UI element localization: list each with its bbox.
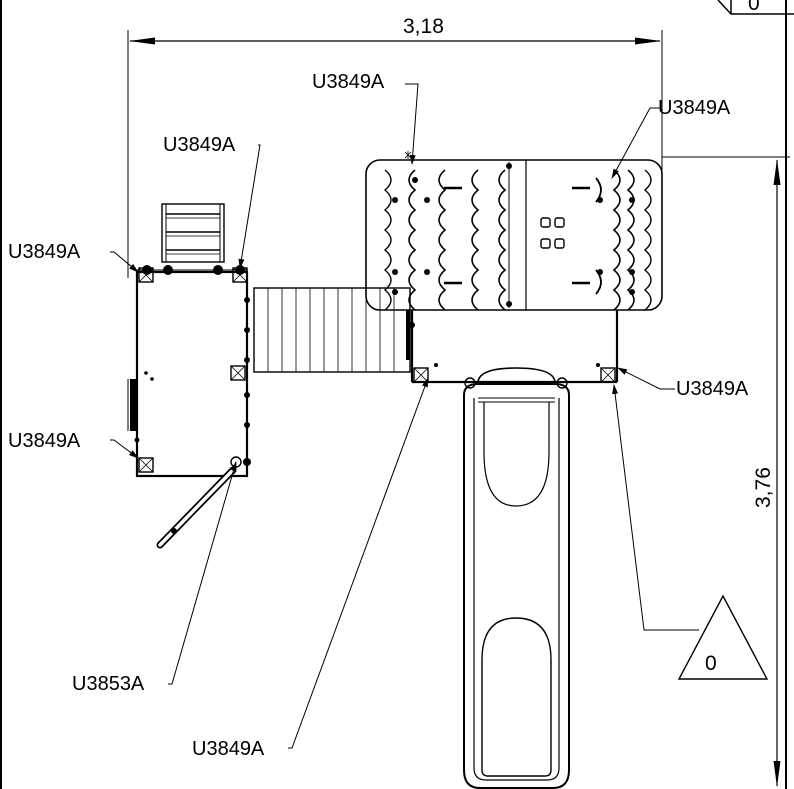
bridge (253, 287, 411, 373)
roof-canopy (365, 151, 663, 311)
handrail (156, 466, 237, 549)
width-dimension: 3,18 (127, 15, 663, 278)
callout-label-deck-right: U3849A (676, 378, 749, 400)
callout-label-deck-left: U3849A (192, 738, 265, 760)
callout-label-tower-left-top: U3849A (8, 241, 81, 263)
callout-label-rail-bottom: U3853A (72, 673, 145, 695)
width-dimension-text: 3,18 (403, 15, 444, 38)
corner-triangle-marker: 0 (717, 0, 794, 15)
left-tower-deck (127, 265, 251, 478)
leader-lines (110, 83, 699, 749)
slide (463, 367, 570, 789)
depth-dimension-text: 3,76 (752, 467, 775, 508)
triangle-marker: 0 (677, 594, 769, 680)
main-deck (409, 310, 619, 389)
depth-dimension: 3,76 (662, 156, 790, 787)
corner-marker-label: 0 (748, 0, 760, 15)
triangle-marker-label: 0 (705, 652, 717, 675)
callout-label-tower-left-bottom: U3849A (8, 430, 81, 452)
callout-label-roof-left: U3849A (163, 134, 236, 156)
callout-label-roof-right: U3849A (658, 97, 731, 119)
ladder (161, 203, 225, 263)
part-callouts: U3849A U3849A U3849A U3849A U3849A U3849… (8, 71, 749, 760)
callout-label-top-left: U3849A (312, 71, 385, 93)
